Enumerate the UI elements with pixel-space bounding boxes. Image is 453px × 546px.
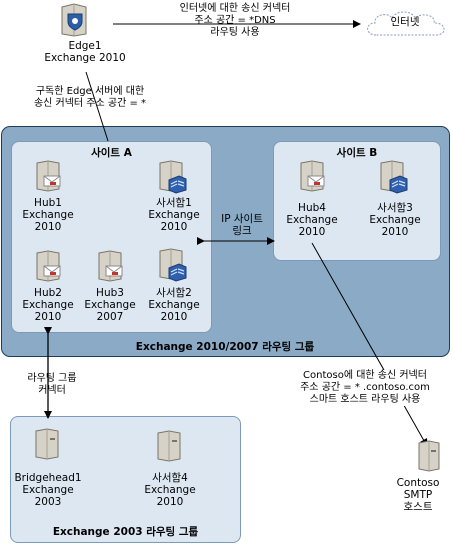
edge-server-name: Edge1 bbox=[68, 40, 102, 52]
site-b-title: 사이트 B bbox=[336, 147, 378, 159]
bridgehead1-server-icon bbox=[35, 428, 59, 460]
internet-connector-line2: 주소 공간 = *DNS bbox=[194, 15, 276, 26]
internet-connector-line1: 인터넷에 대한 송신 커넥터 bbox=[179, 3, 291, 14]
internet-connector-line3: 라우팅 사용 bbox=[210, 27, 260, 38]
routing-group-connector-line2: 커넥터 bbox=[38, 385, 66, 396]
edge-subscription-connector bbox=[85, 71, 109, 142]
contoso-connector-line2: 주소 공간 = * .contoso.com bbox=[280, 382, 450, 394]
mailbox1-version: Exchange bbox=[148, 209, 200, 221]
internet-label: 인터넷 bbox=[390, 16, 420, 28]
contoso-smtp-host-icon bbox=[418, 440, 440, 472]
routing-group-connector-line1: 라우팅 그룹 bbox=[27, 373, 77, 384]
hub4-server-icon bbox=[300, 160, 325, 192]
hub4-name: Hub4 bbox=[298, 202, 326, 214]
mailbox3-name: 사서함3 bbox=[377, 202, 413, 214]
bridgehead1-year: 2003 bbox=[34, 496, 62, 508]
contoso-connector-line3: 스마트 호스트 라우팅 사용 bbox=[280, 394, 450, 406]
mailbox2-name: 사서함2 bbox=[156, 287, 192, 299]
bridgehead1-name: Bridgehead1 bbox=[14, 472, 82, 484]
hub2-name: Hub2 bbox=[34, 287, 62, 299]
contoso-host-line1: Contoso bbox=[396, 477, 440, 489]
hub1-year: 2010 bbox=[34, 221, 62, 233]
edge-server-version: Exchange 2010 bbox=[44, 52, 126, 64]
bridgehead1-version: Exchange bbox=[22, 484, 74, 496]
hub2-year: 2010 bbox=[34, 311, 62, 323]
hub2-server-icon bbox=[36, 250, 61, 282]
edge-server-icon bbox=[61, 3, 87, 37]
site-a-title: 사이트 A bbox=[91, 147, 132, 159]
hub3-year: 2007 bbox=[96, 311, 124, 323]
routing-group-2003-label: Exchange 2003 라우팅 그룹 bbox=[52, 526, 199, 538]
hub2-version: Exchange bbox=[22, 299, 74, 311]
mailbox3-server-icon bbox=[380, 160, 408, 194]
mailbox2-version: Exchange bbox=[148, 299, 200, 311]
hub4-version: Exchange bbox=[286, 214, 338, 226]
mailbox4-year: 2010 bbox=[156, 496, 184, 508]
hub4-year: 2010 bbox=[298, 226, 326, 238]
internet-cloud-icon bbox=[367, 11, 445, 36]
hub1-server-icon bbox=[36, 160, 61, 192]
contoso-host-line3: 호스트 bbox=[403, 501, 433, 513]
routing-group-2010-label: Exchange 2010/2007 라우팅 그룹 bbox=[135, 341, 315, 353]
mailbox4-server-icon bbox=[157, 430, 181, 462]
edge-subscription-line2: 송신 커넥터 주소 공간 = * bbox=[33, 98, 147, 109]
mailbox1-year: 2010 bbox=[160, 221, 188, 233]
mailbox1-server-icon bbox=[159, 160, 187, 194]
hub1-name: Hub1 bbox=[34, 197, 62, 209]
contoso-host-line2: SMTP bbox=[403, 489, 433, 501]
hub3-server-icon bbox=[98, 250, 123, 282]
mailbox3-version: Exchange bbox=[369, 214, 421, 226]
edge-subscription-line1: 구독한 Edge 서버에 대한 bbox=[35, 86, 145, 97]
site-b-box bbox=[273, 141, 441, 261]
contoso-connector-line bbox=[311, 242, 428, 447]
mailbox1-name: 사서함1 bbox=[156, 197, 192, 209]
mailbox2-year: 2010 bbox=[160, 311, 188, 323]
hub3-name: Hub3 bbox=[96, 287, 124, 299]
hub3-version: Exchange bbox=[84, 299, 136, 311]
mailbox3-year: 2010 bbox=[381, 226, 409, 238]
mailbox4-name: 사서함4 bbox=[152, 472, 188, 484]
ip-site-link-line1: IP 사이트 bbox=[221, 213, 263, 225]
hub1-version: Exchange bbox=[22, 209, 74, 221]
ip-site-link-line2: 링크 bbox=[232, 225, 252, 237]
contoso-connector-line1: Contoso에 대한 송신 커넥터 bbox=[280, 370, 450, 382]
mailbox4-version: Exchange bbox=[144, 484, 196, 496]
mailbox2-server-icon bbox=[159, 248, 187, 282]
